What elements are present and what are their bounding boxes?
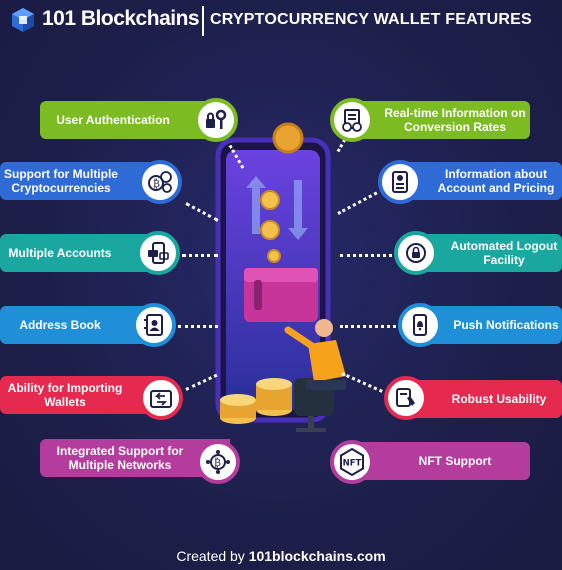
push-notification-icon [398,303,442,347]
connector-dots [182,254,218,257]
brand-name: 101 Blockchains [42,7,200,30]
feature-label: Ability for Importing Wallets [7,381,123,409]
feature-label: Real-time Information on Conversion Rate… [384,106,526,134]
feature-label: Automated Logout Facility [450,239,558,267]
nft-icon-text: NFT [343,459,362,469]
coin-stacks [220,378,292,424]
up-down-arrows [246,176,308,240]
connector-dots [340,254,392,257]
connector-dots [340,325,396,328]
address-book-icon [132,303,176,347]
phone-illustration [215,122,346,432]
feature-label: Support for Multiple Cryptocurrencies [4,167,118,195]
feature-label: Integrated Support for Multiple Networks [56,444,184,472]
feature-user-authentication: User Authentication [40,101,216,139]
svg-text:₿: ₿ [153,178,160,190]
feature-nft-support: NFT Support [346,442,530,480]
feature-robust-usability: Robust Usability [402,380,562,418]
feature-label: User Authentication [56,113,170,127]
feature-conversion-rates: Real-time Information on Conversion Rate… [346,101,530,139]
feature-label: Information about Account and Pricing [437,167,555,195]
auto-logout-icon [394,231,438,275]
bitcoin-network-icon: ₿ [196,440,240,484]
feature-label: Multiple Accounts [8,246,112,260]
phone-accounts-icon [136,231,180,275]
connector-dots [178,325,218,328]
feature-importing-wallets: Ability for Importing Wallets [0,376,160,414]
nft-icon: NFT [330,440,374,484]
feature-account-pricing: Information about Account and Pricing [396,162,562,200]
feature-label: Address Book [19,318,101,332]
svg-text:₿: ₿ [214,457,221,469]
header-divider [202,6,204,36]
wallet-icon [244,268,318,322]
usability-icon [384,376,428,420]
footer-prefix: Created by [176,548,249,564]
person-on-chair [284,319,346,432]
feature-label: Robust Usability [451,392,547,406]
cube-logo-icon [12,8,34,32]
feature-label: NFT Support [418,454,492,468]
crypto-coins-icon: ₿ [138,160,182,204]
key-lock-icon [194,98,238,142]
feature-label: Push Notifications [453,318,559,332]
header: 101 Blockchains CRYPTOCURRENCY WALLET FE… [0,0,562,40]
footer-credit: Created by 101blockchains.com [0,548,562,564]
page-title: CRYPTOCURRENCY WALLET FEATURES [210,11,532,28]
account-info-icon [378,160,422,204]
conversion-rates-icon [330,98,374,142]
feature-multiple-accounts: Multiple Accounts [0,234,150,272]
feature-multiple-cryptocurrencies: Support for Multiple Cryptocurrencies [0,162,152,200]
falling-coins [260,122,304,263]
wallet-import-icon [139,376,183,420]
footer-site-link[interactable]: 101blockchains.com [248,548,386,564]
feature-address-book: Address Book [0,306,150,344]
